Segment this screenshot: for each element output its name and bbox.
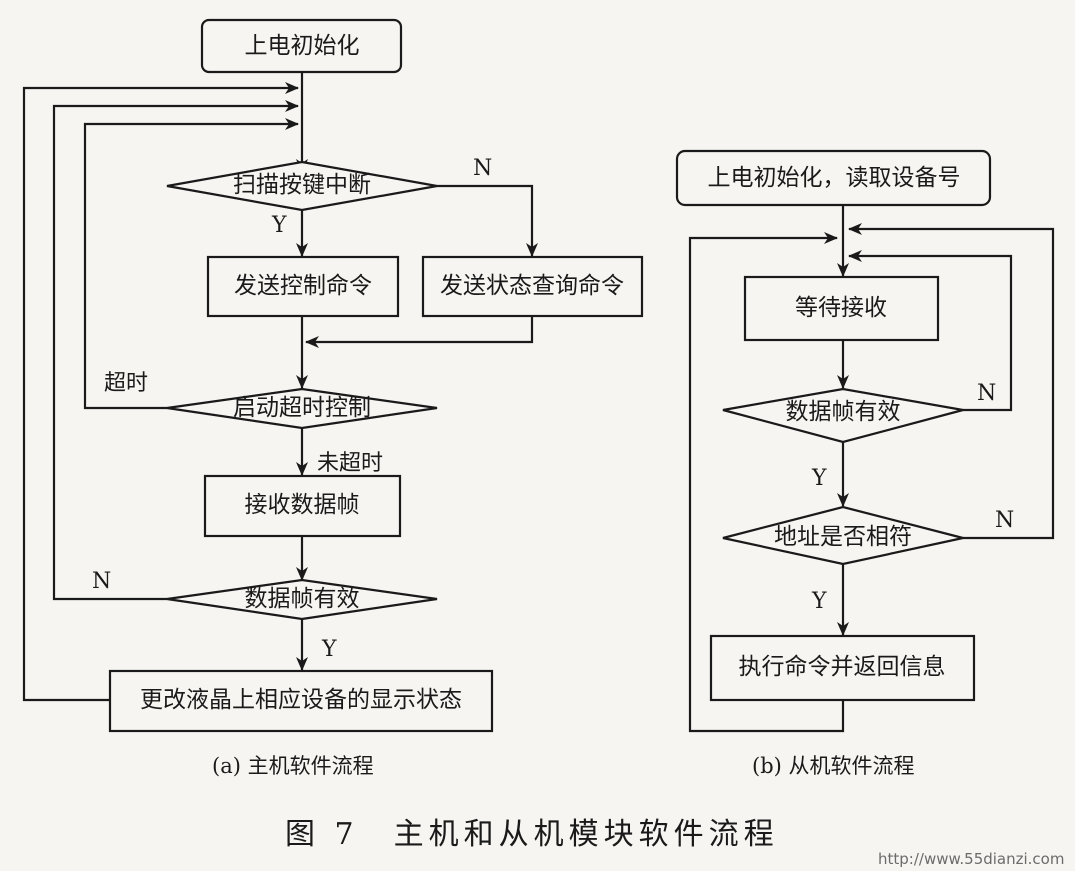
slave-edge-label-n-valid: N bbox=[977, 381, 996, 406]
slave-execute-and-reply-box bbox=[709, 634, 976, 702]
master-edge-label-not-timeout: 未超时 bbox=[317, 451, 383, 476]
master-edge-label-y-valid: Y bbox=[321, 637, 337, 662]
master-send-status-query-label: 发送状态查询命令 bbox=[440, 273, 624, 299]
edge-status-query-merge bbox=[305, 316, 534, 348]
master-send-control-command-box bbox=[206, 255, 400, 318]
edge-update-loop-back bbox=[22, 82, 299, 702]
master-receive-data-frame-label: 接收数据帧 bbox=[245, 492, 360, 518]
master-power-on-init-box bbox=[200, 18, 403, 74]
slave-edge-label-y-address: Y bbox=[811, 589, 827, 614]
edge-scan-no-to-status-query bbox=[437, 184, 538, 257]
slave-edge-label-n-address: N bbox=[995, 508, 1014, 533]
master-edge-label-timeout: 超时 bbox=[104, 371, 148, 396]
slave-power-on-init-box bbox=[675, 149, 992, 207]
master-flowchart: 上电初始化 扫描按键中断 发送控制命令 发送状态查询命令 启动超时控制 接收数据… bbox=[22, 18, 644, 778]
slave-caption: (b) 从机软件流程 bbox=[752, 754, 915, 778]
slave-edge-label-y-valid: Y bbox=[811, 466, 827, 491]
master-data-frame-valid-label: 数据帧有效 bbox=[245, 586, 360, 612]
master-edge-label-n-valid: N bbox=[92, 569, 111, 594]
master-edge-label-y-scan: Y bbox=[271, 213, 287, 238]
edge-invalid-loop-back bbox=[52, 100, 299, 601]
edge-address-mismatch-loop-back bbox=[848, 223, 1055, 540]
master-send-control-command-label: 发送控制命令 bbox=[234, 273, 372, 299]
master-caption: (a) 主机软件流程 bbox=[212, 754, 374, 778]
master-scan-key-interrupt-label: 扫描按键中断 bbox=[233, 172, 371, 198]
slave-data-frame-valid-label: 数据帧有效 bbox=[786, 399, 901, 425]
slave-flowchart: 上电初始化，读取设备号 等待接收 数据帧有效 地址是否相符 执行命令并返回信息 … bbox=[675, 149, 1055, 778]
master-start-timeout-control-decision bbox=[166, 387, 438, 430]
slave-execute-and-reply-label: 执行命令并返回信息 bbox=[739, 654, 946, 680]
master-data-frame-valid-decision bbox=[166, 578, 438, 621]
watermark-url: http://www.55dianzi.com bbox=[878, 850, 1064, 868]
slave-wait-receive-label: 等待接收 bbox=[795, 295, 887, 321]
master-update-lcd-status-label: 更改液晶上相应设备的显示状态 bbox=[140, 687, 462, 713]
figure-title: 图 7 主机和从机模块软件流程 bbox=[285, 817, 779, 852]
master-start-timeout-control-label: 启动超时控制 bbox=[233, 395, 371, 421]
edge-timeout-loop-back bbox=[83, 118, 299, 410]
slave-data-frame-valid-decision bbox=[722, 387, 964, 444]
master-power-on-init-label: 上电初始化 bbox=[245, 33, 360, 59]
master-receive-data-frame-box bbox=[203, 474, 402, 538]
slave-address-match-decision bbox=[722, 505, 964, 566]
edge-execute-loop-back bbox=[688, 232, 845, 733]
master-scan-key-interrupt-decision bbox=[166, 160, 438, 212]
master-send-status-query-box bbox=[421, 255, 644, 318]
slave-wait-receive-box bbox=[743, 275, 940, 342]
master-edge-label-n-scan: N bbox=[473, 156, 492, 181]
slave-power-on-init-label: 上电初始化，读取设备号 bbox=[708, 165, 961, 191]
master-update-lcd-status-box bbox=[108, 669, 494, 733]
slave-address-match-label: 地址是否相符 bbox=[774, 524, 912, 550]
edge-slave-invalid-loop-back bbox=[848, 250, 1013, 412]
